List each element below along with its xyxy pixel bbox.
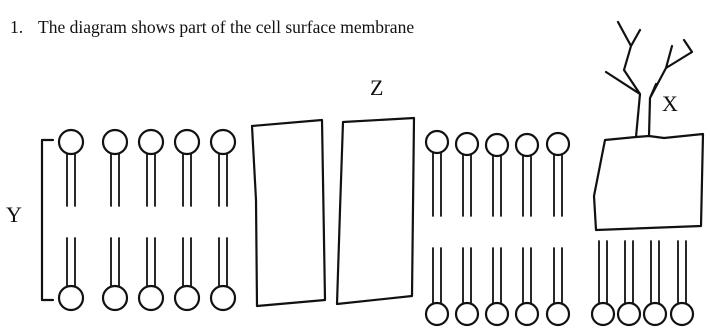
phospholipid-group-left <box>59 130 235 310</box>
bracket-y <box>42 140 53 300</box>
phospholipid <box>592 241 614 325</box>
phospholipid <box>211 130 235 310</box>
phospholipid <box>175 130 199 310</box>
phospholipid <box>456 133 478 325</box>
glycoprotein-x <box>594 22 703 230</box>
phospholipid <box>671 241 693 325</box>
phospholipid <box>516 134 538 325</box>
protein-block-left <box>252 120 325 306</box>
phospholipid <box>426 131 448 325</box>
phospholipid <box>59 130 83 310</box>
label-x: X <box>662 91 678 116</box>
protein-block-right <box>337 118 414 304</box>
phospholipid <box>139 130 163 310</box>
phospholipid <box>618 241 640 325</box>
label-y: Y <box>6 202 22 227</box>
phospholipid <box>103 130 127 310</box>
glycoprotein-block <box>594 134 703 230</box>
question-number: 1. <box>10 17 23 37</box>
phospholipid <box>486 134 508 325</box>
phospholipid <box>644 241 666 325</box>
carbohydrate-chain <box>606 22 692 137</box>
label-z: Z <box>370 75 383 100</box>
phospholipid <box>547 133 569 325</box>
question-text: The diagram shows part of the cell surfa… <box>38 17 414 37</box>
